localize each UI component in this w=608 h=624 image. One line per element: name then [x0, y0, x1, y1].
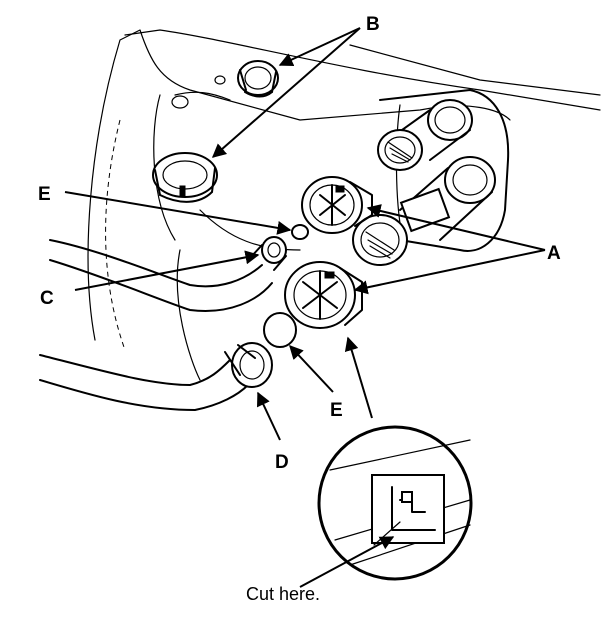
- pipe-d: [39, 342, 273, 411]
- callout-d: D: [275, 452, 289, 473]
- callout-e-upper: E: [38, 184, 51, 205]
- o-ring-e-lower: [263, 312, 297, 348]
- callout-c: C: [40, 288, 54, 309]
- pipe-c: [49, 236, 287, 312]
- clip-b-upper: [237, 60, 279, 98]
- clip-b-lower: [152, 152, 218, 203]
- connector-block: [352, 89, 510, 266]
- collar-a-lower: [284, 261, 363, 329]
- cut-here-caption: Cut here.: [246, 584, 320, 604]
- cut-here-leader: [299, 536, 395, 588]
- collar-a-upper: [301, 176, 373, 234]
- callout-e-lower: E: [330, 400, 343, 421]
- leader-lines: [64, 27, 546, 441]
- callout-a: A: [547, 243, 561, 264]
- callout-b: B: [366, 14, 380, 35]
- o-ring-e-upper: [291, 224, 309, 240]
- detail-magnifier: [317, 425, 473, 581]
